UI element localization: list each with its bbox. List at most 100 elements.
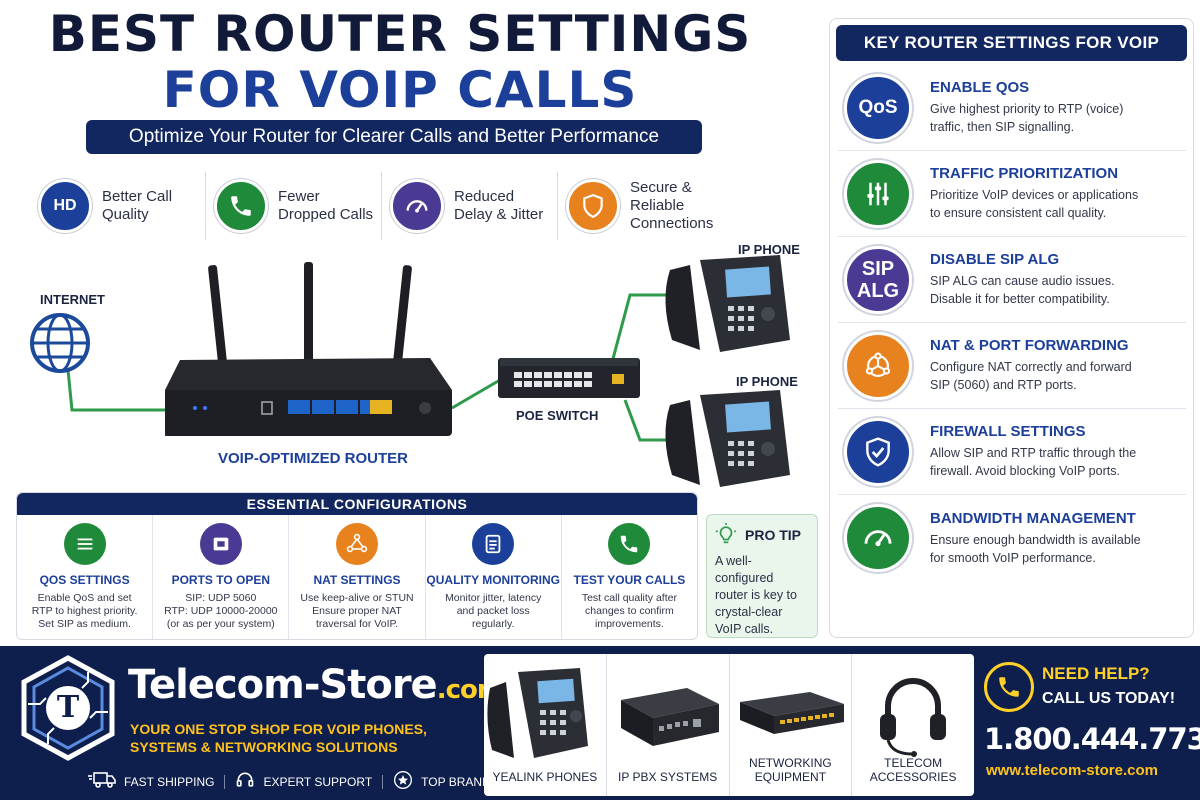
hd-icon: HD	[38, 179, 92, 233]
config-title: NAT SETTINGS	[313, 573, 401, 587]
benefit-label: Fewer Dropped Calls	[278, 188, 374, 223]
phone-icon	[214, 179, 268, 233]
footer: T Telecom-Store.com YOUR ONE STOP SHOP F…	[0, 646, 1200, 800]
brand-tagline: YOUR ONE STOP SHOP FOR VOIP PHONES,SYSTE…	[130, 721, 427, 755]
page-title-line2: FOR VOIP CALLS	[162, 61, 638, 119]
switch-image	[498, 358, 640, 398]
brand-logo: T	[18, 654, 118, 762]
pro-tip-title: PRO TIP	[745, 527, 802, 543]
perk-top-brands: TOP BRANDS	[393, 770, 499, 793]
setting-title: FIREWALL SETTINGS	[930, 423, 1086, 440]
network-switch-image	[739, 692, 844, 734]
star-badge-icon	[393, 770, 413, 793]
setting-disable-sip-alg: SIP ALG DISABLE SIP ALG SIP ALG can caus…	[838, 237, 1186, 323]
network-nodes-icon	[844, 331, 912, 400]
lightbulb-icon	[715, 523, 737, 547]
perk-expert-support: EXPERT SUPPORT	[235, 770, 372, 793]
perk-fast-shipping: FAST SHIPPING	[88, 771, 214, 792]
equalizer-icon	[844, 159, 912, 228]
ip-phone-image	[665, 390, 790, 487]
sip-alg-icon: SIP ALG	[844, 245, 912, 314]
benefit-call-quality: HD Better Call Quality	[30, 172, 206, 240]
call-us-text: CALL US TODAY!	[1042, 690, 1176, 707]
headset-image	[880, 678, 947, 757]
benefit-reduced-delay: Reduced Delay & Jitter	[382, 172, 558, 240]
config-monitoring: QUALITY MONITORING Monitor jitter, laten…	[426, 515, 562, 639]
router-label: VOIP-OPTIMIZED ROUTER	[218, 450, 409, 467]
setting-title: BANDWIDTH MANAGEMENT	[930, 509, 1136, 527]
title-block: BEST ROUTER SETTINGS FOR VOIP CALLS	[0, 6, 800, 118]
gauge-icon	[390, 179, 444, 233]
setting-enable-qos: QoS ENABLE QOS Give highest priority to …	[838, 65, 1186, 151]
switch-label: POE SWITCH	[516, 408, 599, 423]
setting-desc: SIP ALG can cause audio issues.Disable i…	[930, 274, 1115, 306]
ip-phone-label: IP PHONE	[736, 374, 798, 389]
desk-phone-image	[487, 668, 588, 758]
phone-icon	[608, 523, 651, 565]
perks-row: FAST SHIPPING EXPERT SUPPORT TOP BRANDS	[88, 770, 509, 793]
config-title: QUALITY MONITORING	[426, 573, 560, 587]
config-title: TEST YOUR CALLS	[573, 573, 686, 587]
benefit-label: Reduced Delay & Jitter	[454, 188, 544, 223]
page-subtitle: Optimize Your Router for Clearer Calls a…	[86, 120, 702, 154]
shield-check-icon	[844, 417, 912, 486]
product-label: YEALINK PHONES	[492, 770, 598, 784]
setting-title: NAT & PORT FORWARDING	[930, 337, 1129, 354]
need-help-text: NEED HELP?	[1042, 664, 1150, 683]
router-image	[165, 262, 452, 436]
page-title: BEST ROUTER SETTINGS	[48, 5, 752, 63]
product-label: IP PBX SYSTEMS	[618, 770, 718, 784]
sliders-icon	[63, 523, 106, 565]
network-nodes-icon	[336, 523, 378, 565]
product-categories: YEALINK PHONES IP PBX SYSTEMS NETWORKING…	[484, 654, 974, 796]
key-settings-header: KEY ROUTER SETTINGS FOR VOIP	[836, 25, 1187, 61]
ip-phone-label: IP PHONE	[738, 242, 800, 257]
benefit-label: Better Call Quality	[102, 188, 173, 223]
website-link[interactable]: www.telecom-store.com	[986, 762, 1158, 779]
phone-number-link[interactable]: 1.800.444.7734	[984, 722, 1200, 756]
phone-icon	[984, 662, 1034, 712]
product-yealink-phones[interactable]: YEALINK PHONES	[484, 654, 607, 796]
speedometer-icon	[844, 504, 912, 572]
product-ip-pbx[interactable]: IP PBX SYSTEMS	[607, 654, 730, 796]
setting-bandwidth: BANDWIDTH MANAGEMENT Ensure enough bandw…	[838, 495, 1186, 581]
benefit-secure: Secure & Reliable Connections	[558, 172, 758, 240]
internet-label: INTERNET	[40, 292, 105, 307]
key-settings-panel: KEY ROUTER SETTINGS FOR VOIP QoS ENABLE …	[829, 18, 1194, 638]
setting-desc: Give highest priority to RTP (voice)traf…	[930, 102, 1124, 134]
setting-title: TRAFFIC PRIORITIZATION	[930, 165, 1119, 182]
checklist-icon	[472, 523, 515, 565]
essential-configurations: ESSENTIAL CONFIGURATIONS QOS SETTINGS En…	[16, 492, 698, 640]
setting-title: DISABLE SIP ALG	[930, 251, 1060, 268]
setting-nat-port-forwarding: NAT & PORT FORWARDING Configure NAT corr…	[838, 323, 1186, 409]
benefit-fewer-dropped: Fewer Dropped Calls	[206, 172, 382, 240]
ip-phone-image	[665, 255, 790, 352]
shield-icon	[566, 179, 620, 233]
headset-icon	[235, 770, 255, 793]
configs-header: ESSENTIAL CONFIGURATIONS	[17, 493, 697, 515]
setting-firewall: FIREWALL SETTINGS Allow SIP and RTP traf…	[838, 409, 1186, 495]
network-diagram: INTERNET VOIP-OPTIMIZED ROUTER POE SWITC…	[0, 240, 820, 490]
pbx-box-image	[620, 688, 719, 746]
config-title: QOS SETTINGS	[39, 573, 130, 587]
setting-traffic-prioritization: TRAFFIC PRIORITIZATION Prioritize VoIP d…	[838, 151, 1186, 237]
logo-letter: T	[56, 690, 80, 725]
